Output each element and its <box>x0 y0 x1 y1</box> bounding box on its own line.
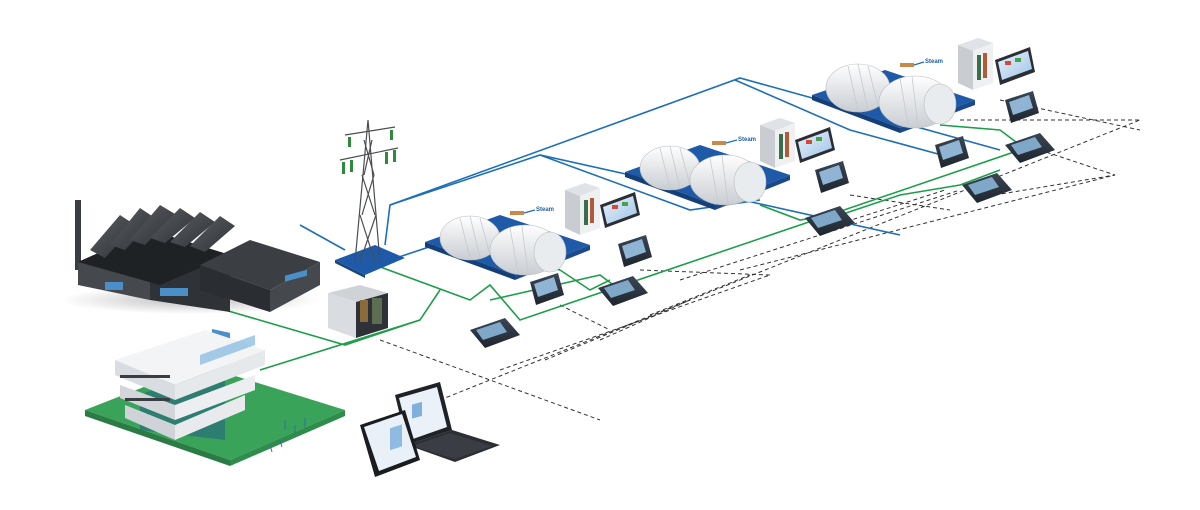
hmi-screen-icon <box>600 192 640 228</box>
steam-turbine-icon: Steam <box>425 207 590 280</box>
control-unit-icon <box>618 235 652 267</box>
controller-rack-icon <box>565 183 600 235</box>
controller-rack-icon <box>760 118 795 168</box>
steam-label: Steam <box>536 207 554 213</box>
protection-relay-icon <box>598 276 648 306</box>
laptop-icon <box>395 382 500 462</box>
transmission-tower-icon <box>335 119 405 278</box>
steam-turbine-icon: Steam <box>812 59 975 133</box>
control-unit-icon <box>815 161 849 193</box>
steam-label: Steam <box>925 59 943 65</box>
office-building-icon <box>85 330 345 466</box>
tablet-icon <box>360 410 420 477</box>
protection-relay-icon <box>470 318 520 348</box>
control-unit-icon <box>935 136 969 168</box>
hmi-screen-icon <box>795 127 835 163</box>
steam-turbine-icon: Steam <box>625 137 790 210</box>
steam-label: Steam <box>738 137 756 143</box>
controller-rack-icon <box>958 38 993 90</box>
control-unit-icon <box>1005 91 1039 123</box>
protection-relay-icon <box>805 206 855 236</box>
control-unit-icon <box>530 273 564 305</box>
controller-rack-icon <box>328 285 388 338</box>
hmi-screen-icon <box>995 47 1035 85</box>
protection-relay-icon <box>1005 133 1055 163</box>
protection-relay-icon <box>962 173 1012 203</box>
factory-icon <box>60 200 320 339</box>
